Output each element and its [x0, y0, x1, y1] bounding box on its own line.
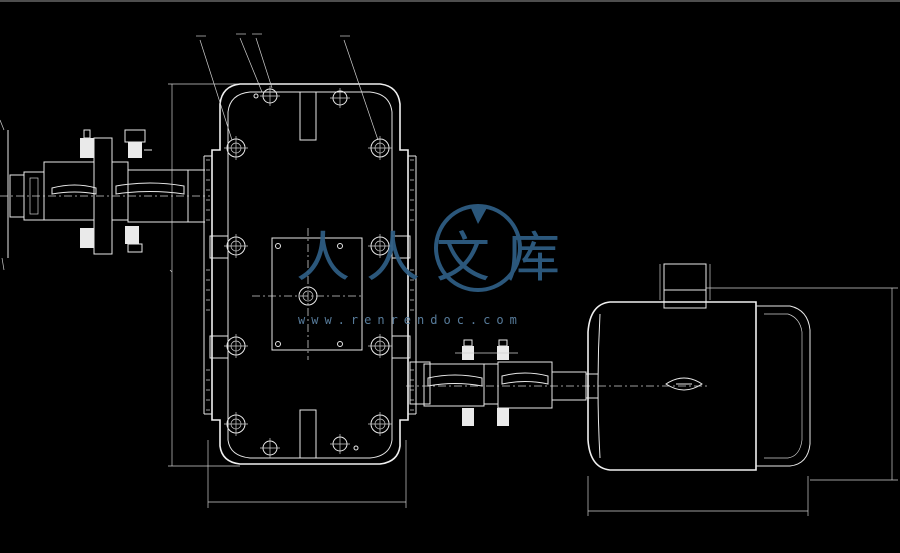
bolt-icon	[368, 334, 392, 358]
bolt-icon	[368, 412, 392, 436]
bolt-icon	[330, 88, 350, 108]
bolt-icon	[80, 228, 94, 248]
gearbox-housing	[168, 83, 417, 467]
bolt-icon	[368, 136, 392, 160]
housing-bolts	[224, 86, 392, 458]
leader-lines	[196, 33, 379, 141]
bolt-icon	[124, 129, 146, 143]
watermark-url: www.renrendoc.com	[298, 313, 523, 327]
bolt-icon	[224, 334, 248, 358]
terminal-box	[663, 263, 707, 309]
bolt-icon	[224, 136, 248, 160]
bolt-icon	[224, 412, 248, 436]
bolt-icon	[80, 138, 94, 158]
bolt-icon	[224, 234, 248, 258]
bolt-icon	[330, 434, 350, 454]
bolt-icon	[368, 234, 392, 258]
bolt-icon	[260, 438, 280, 458]
output-coupling	[406, 339, 710, 426]
housing-width-dimension	[169, 269, 407, 508]
electric-motor	[587, 263, 898, 516]
watermark: 人人文库 www.renrendoc.com	[296, 204, 576, 327]
watermark-text: 人人文库	[296, 226, 576, 289]
logo-icon	[434, 204, 522, 292]
bolt-icon	[497, 408, 509, 426]
inspection-cover	[271, 237, 363, 351]
bolt-icon	[462, 408, 474, 426]
bolt-icon	[260, 86, 280, 106]
input-coupling	[0, 119, 210, 271]
bolt-icon	[125, 226, 139, 244]
